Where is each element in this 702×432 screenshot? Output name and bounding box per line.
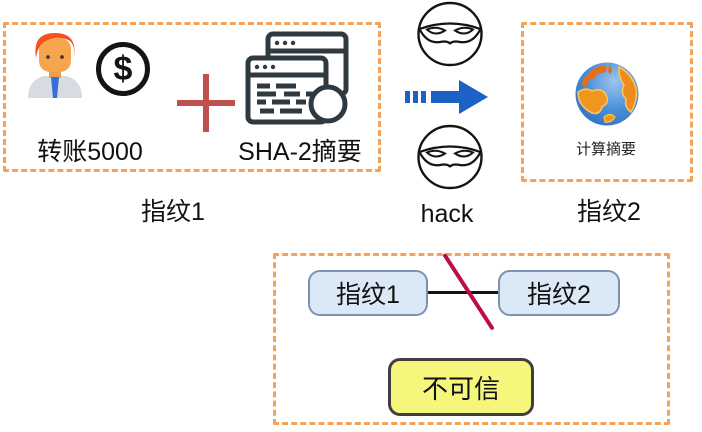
dollar-glyph: $ (113, 49, 133, 88)
hacker-icon-top (416, 1, 484, 67)
fingerprint1-source-box (3, 22, 381, 172)
fingerprint2-caption: 指纹2 (577, 198, 641, 226)
digest-label: SHA-2摘要 (238, 138, 362, 166)
plus-icon (177, 74, 235, 132)
hack-label: hack (420, 200, 474, 228)
fingerprint2-compute-box (521, 22, 693, 182)
comparison-box (273, 253, 670, 425)
fingerprint1-node: 指纹1 (308, 270, 428, 316)
verdict-badge: 不可信 (388, 358, 534, 416)
user-icon (26, 30, 84, 98)
code-window-icon (244, 30, 350, 128)
dollar-icon: $ (96, 42, 150, 96)
fingerprint2-node: 指纹2 (498, 270, 620, 316)
fingerprint1-caption: 指纹1 (141, 198, 205, 226)
hacker-icon-bottom (416, 124, 484, 190)
globe-icon (574, 61, 640, 127)
transfer-label: 转账5000 (37, 138, 143, 166)
equality-connector-line (428, 291, 498, 294)
compute-digest-label: 计算摘要 (575, 141, 636, 158)
arrow-right-icon (405, 80, 489, 114)
